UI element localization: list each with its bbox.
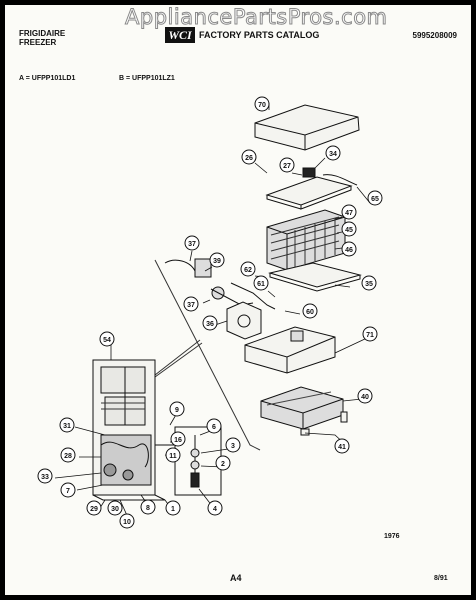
callout-31: 31 [59, 417, 75, 433]
callout-37-top: 37 [184, 235, 200, 251]
svg-text:37: 37 [188, 241, 196, 248]
svg-text:41: 41 [338, 444, 346, 451]
svg-text:26: 26 [245, 155, 253, 162]
svg-text:9: 9 [175, 407, 179, 414]
svg-text:27: 27 [283, 163, 291, 170]
svg-text:45: 45 [345, 227, 353, 234]
callout-7: 7 [60, 482, 76, 498]
svg-text:4: 4 [213, 506, 217, 513]
svg-text:46: 46 [345, 247, 353, 254]
callout-34: 34 [325, 145, 341, 161]
callout-9: 9 [169, 401, 185, 417]
callout-28: 28 [60, 447, 76, 463]
brand-name: FRIGIDAIRE [19, 29, 66, 38]
callout-1: 1 [165, 500, 181, 516]
page-number: A4 [230, 573, 242, 583]
svg-text:60: 60 [306, 309, 314, 316]
catalog-title: FACTORY PARTS CATALOG [199, 30, 320, 40]
svg-text:31: 31 [63, 423, 71, 430]
svg-text:37: 37 [187, 302, 195, 309]
svg-text:47: 47 [345, 210, 353, 217]
ice-maker-cover [254, 104, 360, 151]
svg-text:70: 70 [258, 102, 266, 109]
svg-text:36: 36 [206, 321, 214, 328]
callout-26: 26 [241, 149, 257, 165]
callout-62: 62 [240, 261, 256, 277]
brand-block: FRIGIDAIRE FREEZER [19, 29, 109, 47]
callout-2: 2 [215, 455, 231, 471]
svg-text:30: 30 [111, 506, 119, 513]
svg-text:7: 7 [66, 488, 70, 495]
svg-text:29: 29 [90, 506, 98, 513]
wci-logo: WCI [165, 27, 195, 43]
control-module [265, 167, 358, 210]
callout-45: 45 [341, 221, 357, 237]
model-a-label: A = UFPP101LD1 [19, 75, 76, 82]
svg-text:33: 33 [41, 474, 49, 481]
svg-text:11: 11 [169, 453, 177, 460]
svg-text:10: 10 [123, 519, 131, 526]
catalog-number: 5995208009 [412, 31, 458, 40]
svg-text:8: 8 [146, 505, 150, 512]
callout-37-bottom: 37 [183, 296, 199, 312]
callout-11: 11 [165, 447, 181, 463]
ice-tray [268, 262, 362, 292]
svg-text:3: 3 [231, 443, 235, 450]
diagram-year: 1976 [384, 533, 400, 540]
callout-8: 8 [140, 499, 156, 515]
callout-47: 47 [341, 204, 357, 220]
model-b-label: B = UFPP101LZ1 [119, 75, 175, 82]
svg-text:6: 6 [212, 424, 216, 431]
svg-text:65: 65 [371, 196, 379, 203]
small-clip [340, 411, 348, 423]
callout-3: 3 [225, 437, 241, 453]
callout-65: 65 [367, 190, 383, 206]
ice-maker-housing [244, 326, 336, 374]
motor-assembly [164, 258, 276, 310]
callout-4: 4 [207, 500, 223, 516]
parts-diagram-sheet: AppliancePartsPros.com FRIGIDAIRE FREEZE… [5, 5, 471, 595]
watermark: AppliancePartsPros.com [125, 5, 388, 30]
callout-54: 54 [99, 331, 115, 347]
callout-61: 61 [253, 275, 269, 291]
svg-text:54: 54 [103, 337, 111, 344]
callout-70: 70 [254, 96, 270, 112]
motor-bracket [226, 301, 262, 340]
svg-text:35: 35 [365, 281, 373, 288]
callout-41: 41 [334, 438, 350, 454]
ice-bucket [260, 386, 344, 436]
product-type: FREEZER [19, 38, 57, 47]
callout-6: 6 [206, 418, 222, 434]
callout-group: 70 26 27 34 65 47 45 46 37 39 62 35 61 3… [37, 96, 383, 529]
svg-text:34: 34 [329, 151, 337, 158]
callout-39: 39 [209, 252, 225, 268]
exploded-view-drawing: 70 26 27 34 65 47 45 46 37 39 62 35 61 3… [37, 96, 383, 529]
callout-60: 60 [302, 303, 318, 319]
svg-text:2: 2 [221, 461, 225, 468]
callout-27: 27 [279, 157, 295, 173]
callout-10: 10 [119, 513, 135, 529]
callout-16: 16 [170, 431, 186, 447]
svg-text:39: 39 [213, 258, 221, 265]
svg-text:16: 16 [174, 437, 182, 444]
callout-36: 36 [202, 315, 218, 331]
svg-text:40: 40 [361, 394, 369, 401]
svg-text:28: 28 [64, 453, 72, 460]
svg-text:71: 71 [366, 332, 374, 339]
evaporator-coil [266, 209, 346, 271]
revision-date: 8/91 [434, 575, 448, 582]
callout-35: 35 [361, 275, 377, 291]
svg-text:61: 61 [257, 281, 265, 288]
callout-30: 30 [107, 500, 123, 516]
callout-33: 33 [37, 468, 53, 484]
svg-text:1: 1 [171, 506, 175, 513]
callout-46: 46 [341, 241, 357, 257]
callout-29: 29 [86, 500, 102, 516]
callout-71: 71 [362, 326, 378, 342]
svg-text:62: 62 [244, 267, 252, 274]
callout-40: 40 [357, 388, 373, 404]
freezer-cabinet [92, 359, 166, 501]
valve-bracket [155, 426, 222, 496]
